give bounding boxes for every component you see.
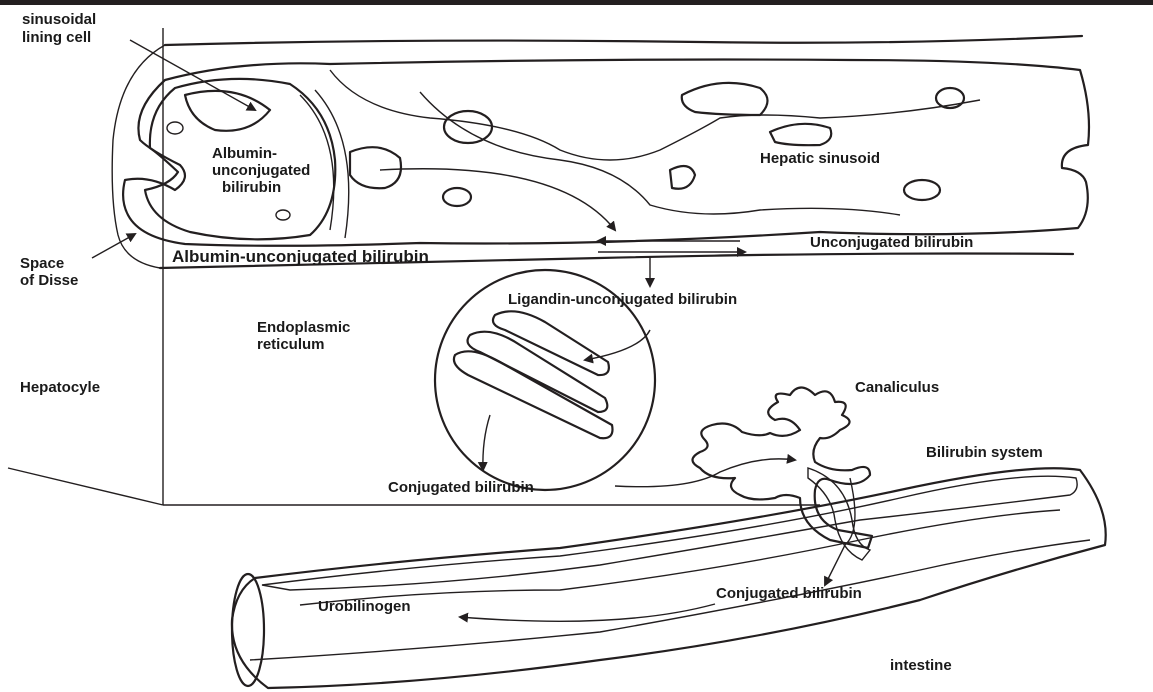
intestine xyxy=(232,468,1106,688)
arrow-out-of-er xyxy=(483,415,490,470)
label-urobilinogen: Urobilinogen xyxy=(318,598,411,615)
label-albumin-unconjugated-cell: Albumin- unconjugated bilirubin xyxy=(212,145,315,196)
label-conjugated-bilirubin-intestine: Conjugated bilirubin xyxy=(716,585,862,602)
label-endoplasmic-reticulum: Endoplasmic reticulum xyxy=(257,319,355,353)
arrow-into-er xyxy=(585,330,650,360)
hepatocyte-frame xyxy=(8,28,820,505)
label-space-of-disse: Space of Disse xyxy=(20,255,78,289)
label-hepatic-sinusoid: Hepatic sinusoid xyxy=(760,150,880,167)
label-albumin-unconjugated-bilirubin: Albumin-unconjugated bilirubin xyxy=(172,247,429,266)
label-bilirubin-system: Bilirubin system xyxy=(926,444,1043,461)
label-hepatocyte: Hepatocyle xyxy=(20,379,100,396)
top-border xyxy=(0,0,1153,5)
label-ligandin-unconjugated-bilirubin: Ligandin-unconjugated bilirubin xyxy=(508,291,737,308)
sinusoid-inner-line xyxy=(330,70,980,160)
label-sinusoidal-lining-cell: sinusoidal lining cell xyxy=(22,11,100,46)
label-unconjugated-bilirubin: Unconjugated bilirubin xyxy=(810,234,973,251)
label-canaliculus: Canaliculus xyxy=(855,379,939,396)
label-conjugated-bilirubin-er: Conjugated bilirubin xyxy=(388,479,534,496)
label-intestine: intestine xyxy=(890,657,952,674)
sinusoid-cells xyxy=(350,83,964,206)
